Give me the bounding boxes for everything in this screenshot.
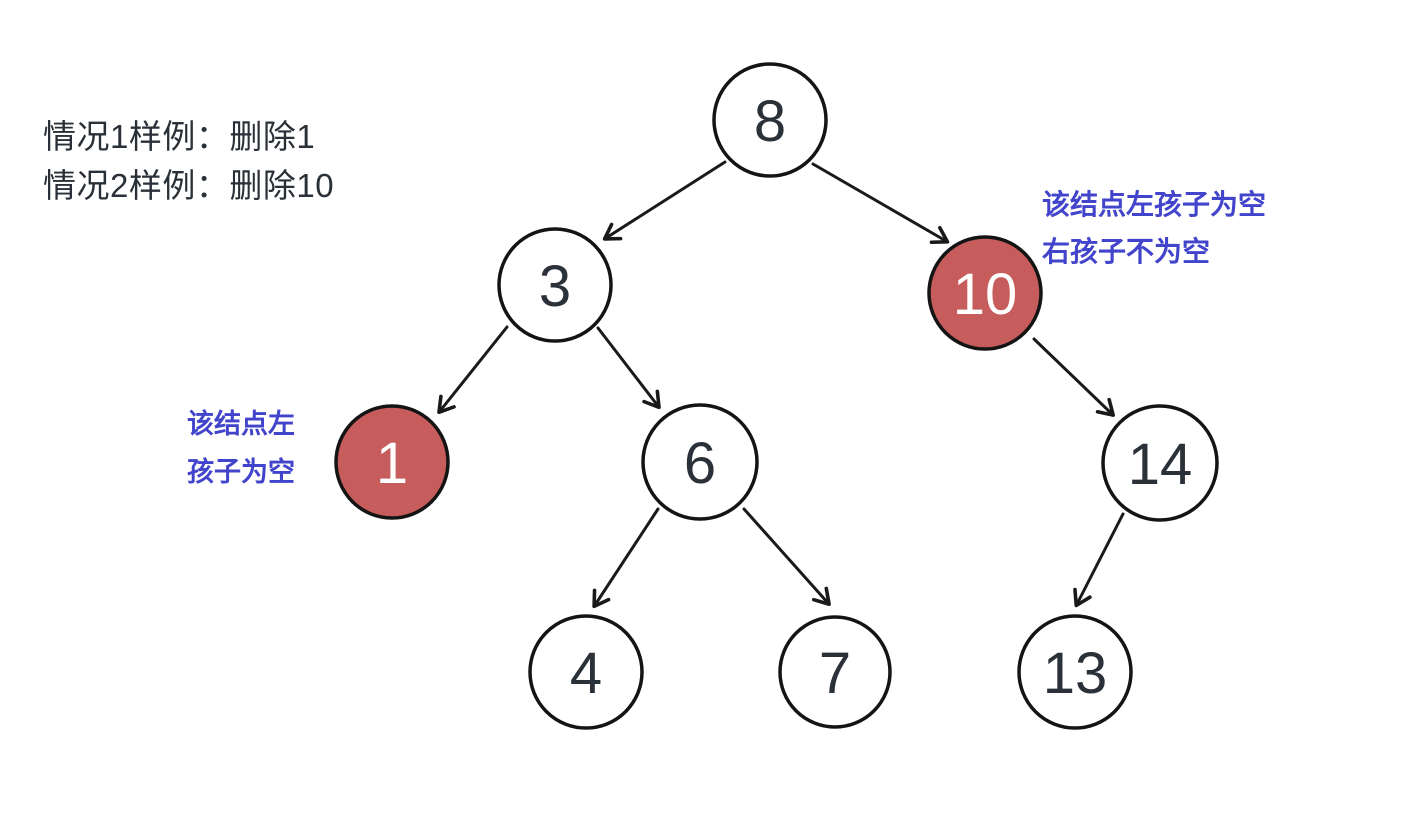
case-caption-line1: 情况1样例：删除1	[43, 118, 316, 155]
tree-node-14: 14	[1101, 404, 1219, 522]
edge-3-6	[596, 326, 661, 410]
tree-node-6: 6	[641, 403, 759, 521]
node-10-label: 10	[953, 262, 1018, 327]
annotation-node-1-line2: 孩子为空	[187, 457, 295, 487]
edge-6-7	[742, 507, 831, 607]
node-6-circle	[641, 403, 759, 521]
node-1-label: 1	[376, 431, 408, 496]
edge-3-1	[437, 325, 509, 415]
tree-node-8: 8	[712, 62, 828, 178]
node-7-label: 7	[819, 641, 851, 706]
node-4-circle	[528, 614, 644, 730]
tree-node-13: 13	[1017, 614, 1133, 730]
node-3-label: 3	[539, 254, 571, 319]
tree-node-4: 4	[528, 614, 644, 730]
node-13-circle	[1017, 614, 1133, 730]
edge-8-10	[811, 162, 950, 245]
node-4-label: 4	[570, 641, 602, 706]
edge-10-14	[1032, 337, 1115, 417]
tree-node-3: 3	[497, 227, 613, 343]
edge-14-13	[1073, 512, 1125, 608]
annotation-node-1-line1: 该结点左	[187, 409, 295, 439]
tree-node-10: 10	[927, 235, 1043, 351]
node-14-label: 14	[1128, 432, 1193, 497]
case-caption: 情况1样例：删除1 情况2样例：删除10	[43, 112, 334, 210]
case-caption-line2: 情况2样例：删除10	[43, 167, 335, 204]
edge-8-3	[602, 160, 727, 241]
tree-node-1: 1	[334, 404, 450, 520]
annotation-node-1: 该结点左 孩子为空	[187, 400, 295, 496]
node-1-circle	[334, 404, 450, 520]
edge-6-4	[592, 507, 660, 609]
annotation-node-10-line1: 该结点左孩子为空	[1042, 189, 1267, 220]
node-13-label: 13	[1043, 641, 1108, 706]
node-3-circle	[497, 227, 613, 343]
node-14-circle	[1101, 404, 1219, 522]
node-8-label: 8	[754, 89, 786, 154]
annotation-node-10: 该结点左孩子为空 右孩子不为空	[1042, 181, 1266, 275]
node-7-circle	[778, 615, 892, 729]
node-8-circle	[712, 62, 828, 178]
tree-node-7: 7	[778, 615, 892, 729]
node-6-label: 6	[684, 431, 716, 496]
node-10-circle	[927, 235, 1043, 351]
annotation-node-10-line2: 右孩子不为空	[1042, 236, 1211, 267]
